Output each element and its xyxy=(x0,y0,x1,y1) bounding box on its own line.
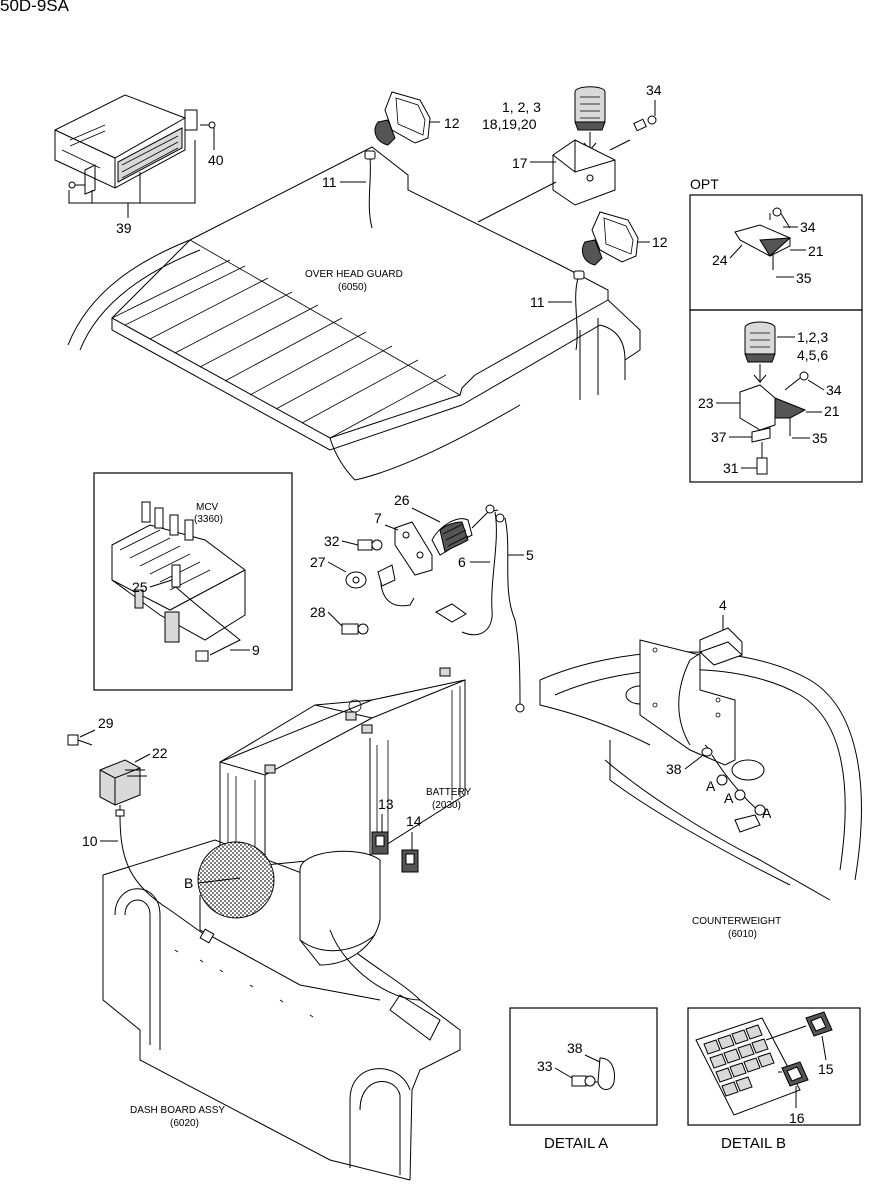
callout-32: 32 xyxy=(324,533,340,549)
dash-board-code: (6020) xyxy=(170,1118,199,1129)
beacon-top xyxy=(552,86,657,206)
counterweight xyxy=(539,627,862,901)
model-title: 50D-9SA xyxy=(0,0,70,15)
callout-26: 26 xyxy=(394,492,410,508)
flasher-unit xyxy=(67,734,215,944)
callout-6: 6 xyxy=(458,554,466,570)
callout-b: B xyxy=(184,875,193,891)
callout-17: 17 xyxy=(512,155,528,171)
mcv-code: (3360) xyxy=(194,514,223,525)
work-lamp-rear xyxy=(582,211,650,266)
radio-unit xyxy=(54,94,216,204)
callout-24: 24 xyxy=(712,252,728,268)
callout-4: 4 xyxy=(719,597,727,613)
detail-b-box xyxy=(687,1007,861,1126)
mcv-box xyxy=(93,472,293,691)
detail-b-title: DETAIL B xyxy=(721,1135,786,1152)
battery xyxy=(219,667,466,866)
callout-25: 25 xyxy=(132,579,148,595)
callout-4-5-6: 4,5,6 xyxy=(797,347,828,363)
dash-board xyxy=(102,839,461,1181)
callout-a2: A xyxy=(724,790,734,806)
callout-38b: 38 xyxy=(567,1040,583,1056)
callout-11a: 11 xyxy=(322,174,337,190)
callout-9: 9 xyxy=(252,642,260,658)
detail-b-panel xyxy=(695,1011,833,1116)
callout-34a: 34 xyxy=(646,82,662,98)
opt-beacon xyxy=(739,321,809,475)
callout-33: 33 xyxy=(537,1058,553,1074)
callout-16: 16 xyxy=(789,1110,805,1126)
callout-14: 14 xyxy=(406,813,422,829)
callout-5: 5 xyxy=(526,547,534,563)
callout-29: 29 xyxy=(98,715,114,731)
callout-10: 10 xyxy=(82,833,98,849)
callout-a1: A xyxy=(706,778,716,794)
callout-12b: 12 xyxy=(652,234,668,250)
detail-a-title: DETAIL A xyxy=(544,1135,608,1152)
horn-assembly xyxy=(394,504,505,576)
callout-34b: 34 xyxy=(800,219,816,235)
callout-11b: 11 xyxy=(530,294,545,310)
counterweight-code: (6010) xyxy=(728,929,757,940)
callout-18-19-20: 18,19,20 xyxy=(482,116,537,132)
callout-a3: A xyxy=(762,805,772,821)
callout-31: 31 xyxy=(723,460,739,476)
battery-label: BATTERY xyxy=(426,787,472,798)
callout-34c: 34 xyxy=(826,382,842,398)
callout-38a: 38 xyxy=(666,761,682,777)
overhead-guard xyxy=(67,146,641,481)
callout-12a: 12 xyxy=(444,115,460,131)
detail-a-box xyxy=(509,1007,658,1126)
callout-22: 22 xyxy=(152,745,168,761)
opt-bracket-24 xyxy=(734,207,792,270)
callout-28: 28 xyxy=(310,604,326,620)
opt-box-lower xyxy=(689,309,863,483)
callout-35a: 35 xyxy=(796,270,812,286)
callout-40: 40 xyxy=(208,152,224,168)
overhead-guard-label: OVER HEAD GUARD xyxy=(305,269,403,280)
dash-board-label: DASH BOARD ASSY xyxy=(130,1105,225,1116)
opt-label: OPT xyxy=(690,176,719,192)
battery-code: (2030) xyxy=(432,800,461,811)
mcv-label: MCV xyxy=(196,502,219,513)
callout-13: 13 xyxy=(378,796,394,812)
callout-1-2-3-top: 1, 2, 3 xyxy=(502,99,541,115)
callout-1-2-3-opt: 1,2,3 xyxy=(797,329,828,345)
callout-35b: 35 xyxy=(812,430,828,446)
detail-b-marker xyxy=(197,841,275,919)
work-lamp-top xyxy=(374,91,440,146)
mcv-valve xyxy=(111,501,246,662)
counterweight-label: COUNTERWEIGHT xyxy=(692,916,781,927)
callout-7: 7 xyxy=(374,510,382,526)
callout-27: 27 xyxy=(310,554,326,570)
detail-a-clip xyxy=(571,1057,615,1090)
callout-37: 37 xyxy=(711,429,727,445)
callout-21a: 21 xyxy=(808,243,824,259)
callout-15: 15 xyxy=(818,1061,834,1077)
overhead-guard-code: (6050) xyxy=(338,282,367,293)
callout-39: 39 xyxy=(116,220,132,236)
callout-21b: 21 xyxy=(824,403,840,419)
callout-23: 23 xyxy=(698,395,714,411)
